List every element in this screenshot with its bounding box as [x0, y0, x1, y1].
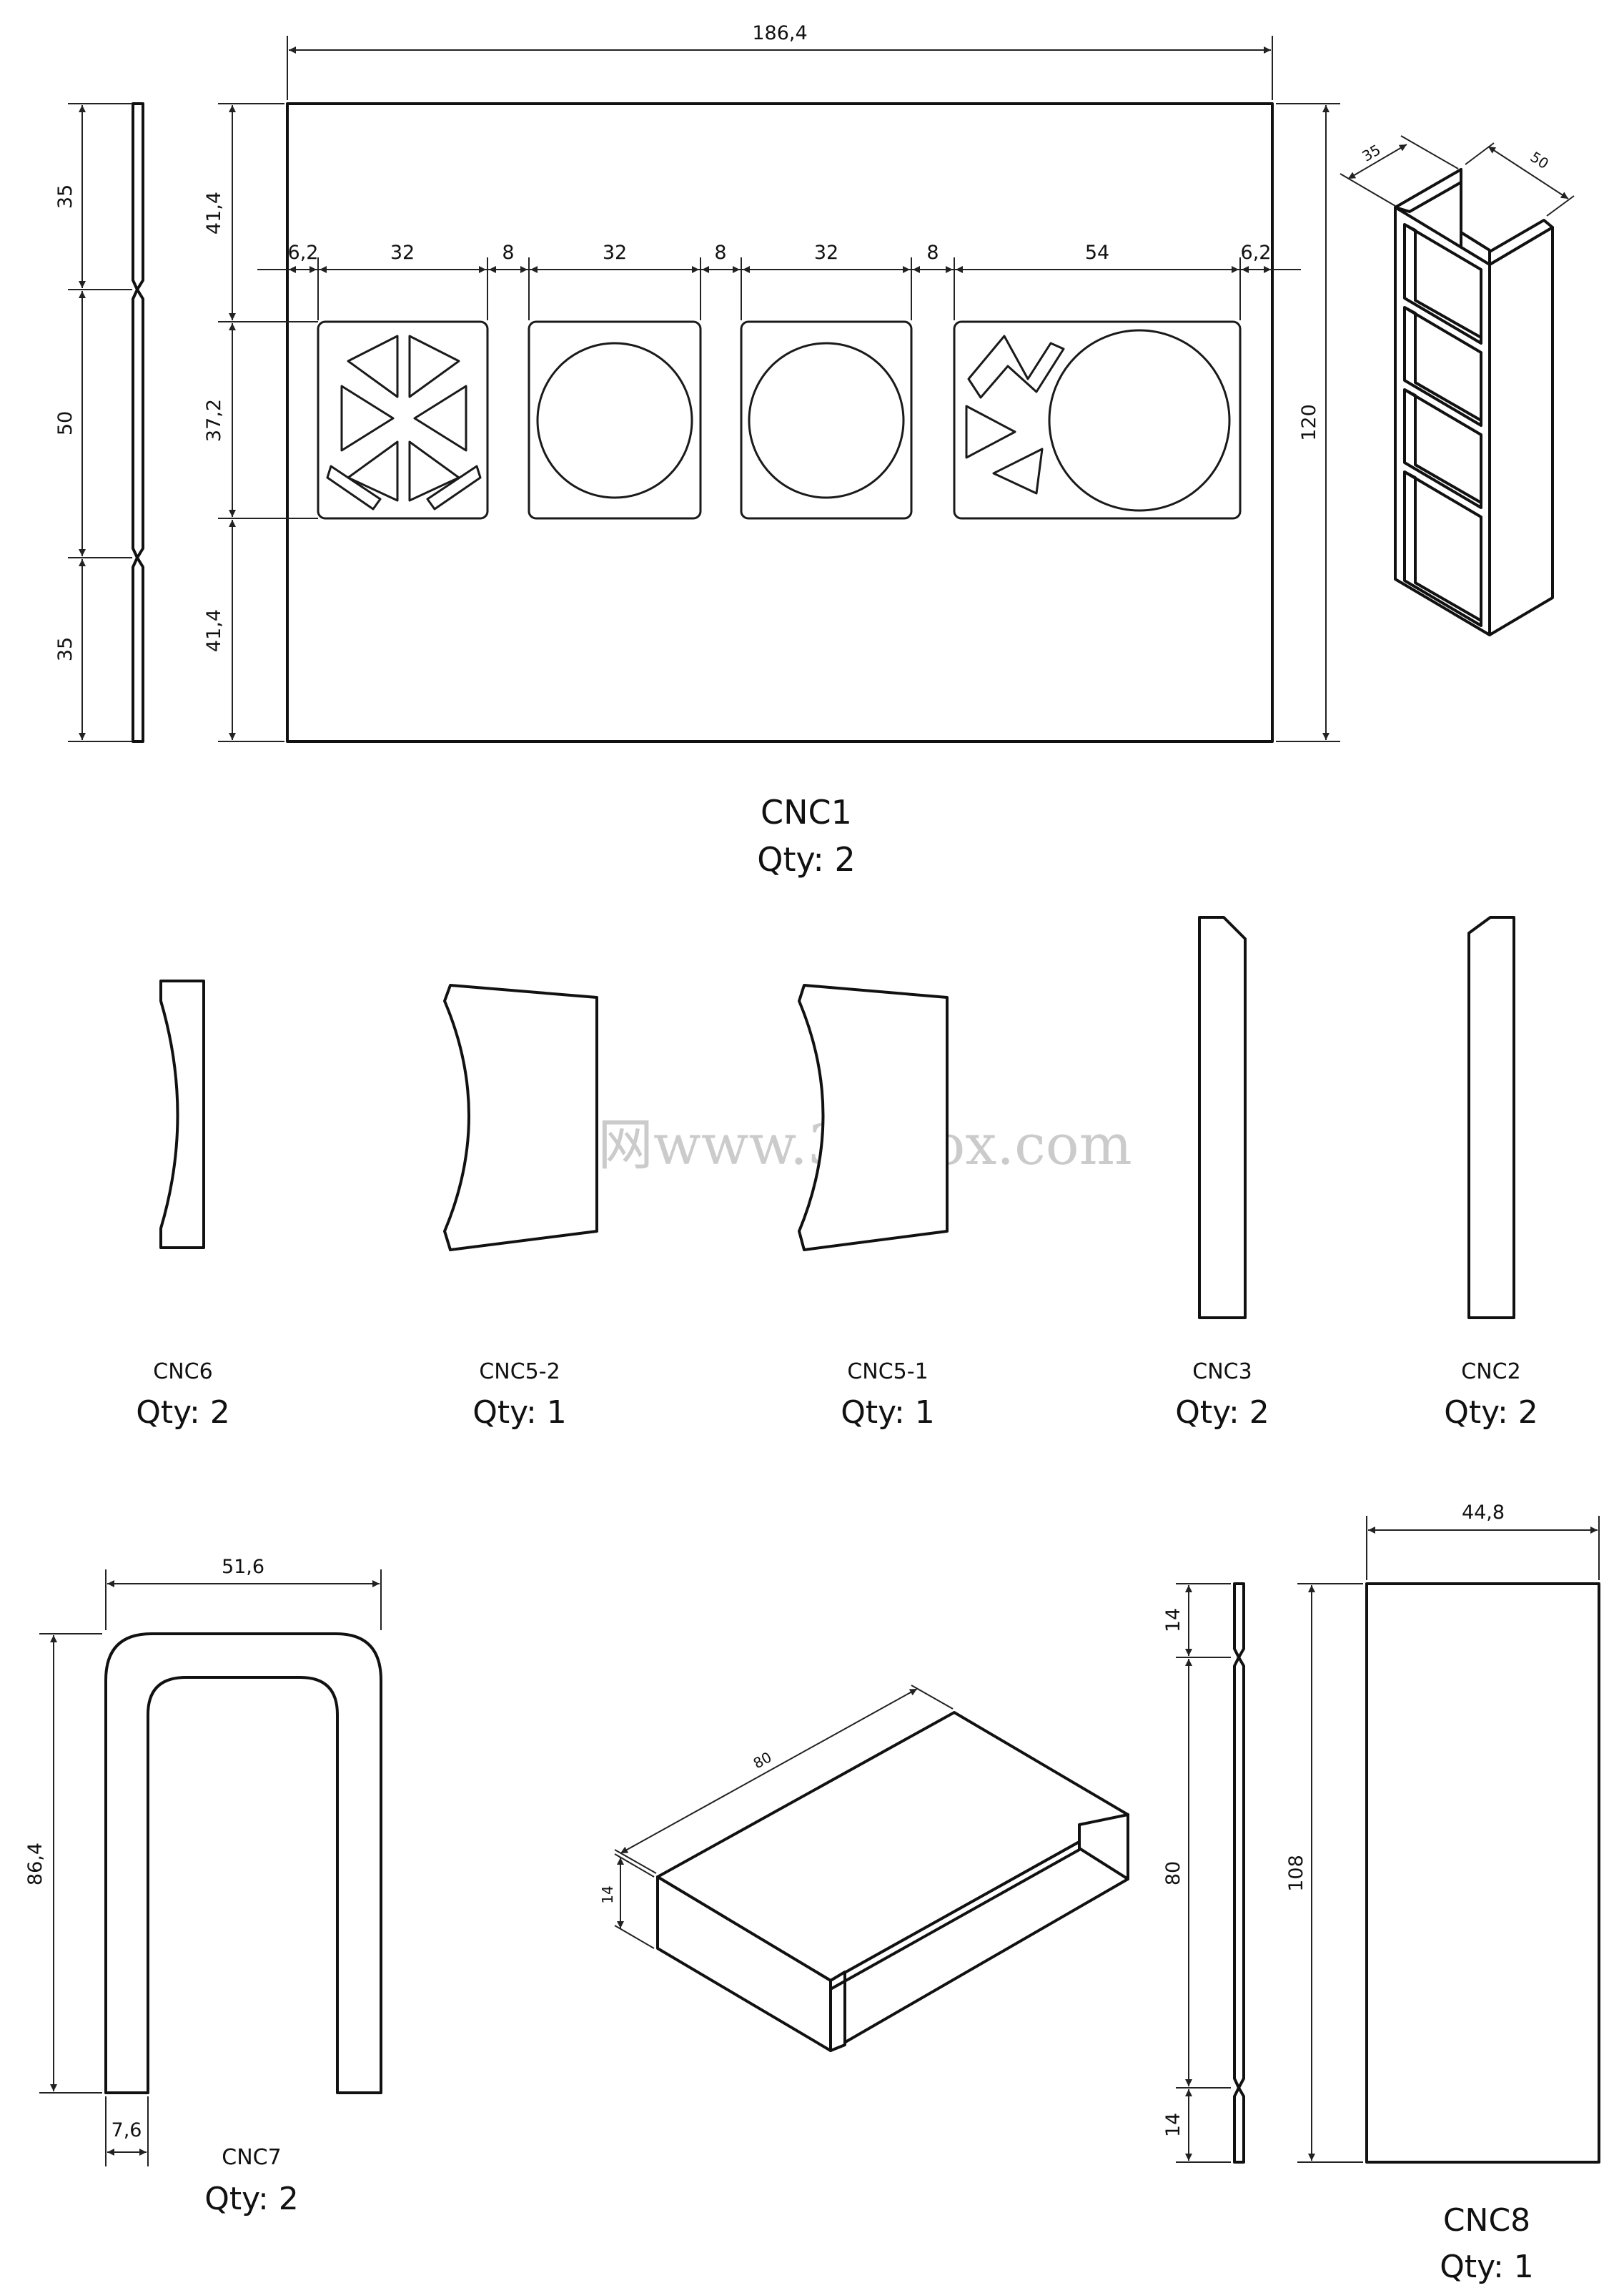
- cnc3-qty: Qty: 2: [1175, 1394, 1269, 1431]
- cnc6-qty: Qty: 2: [136, 1394, 230, 1431]
- dim-side-mid: 50: [54, 411, 76, 435]
- dim-panel-mid: 37,2: [203, 399, 225, 442]
- dim-side-bot: 35: [54, 637, 76, 661]
- cnc1-panel-outline: [286, 102, 1274, 743]
- cnc1-drawing: 35 50 35 186,4 120 41,4 37,2 41,4: [54, 22, 1340, 879]
- dim-cnc7-height: 86,4: [24, 1843, 46, 1885]
- dim-slot-2: 32: [603, 242, 627, 264]
- cnc5-2-qty: Qty: 1: [472, 1394, 567, 1431]
- cnc6-label: CNC6: [153, 1359, 212, 1384]
- cnc8-label: CNC8: [1443, 2202, 1530, 2239]
- cnc5-2-label: CNC5-2: [479, 1359, 560, 1384]
- cnc2-drawing: CNC2 Qty: 2: [1444, 916, 1538, 1431]
- hex-triangles-cutout: [326, 335, 482, 511]
- side-dimension-lines: [68, 103, 132, 742]
- cnc7-drawing: 51,6 86,4 7,6 CNC7 Qty: 2: [24, 1556, 382, 2217]
- dim-cnc8-width: 44,8: [1462, 1501, 1505, 1524]
- cnc5-1-qty: Qty: 1: [841, 1394, 935, 1431]
- dim-gap-1: 8: [502, 242, 514, 264]
- cnc5-1-drawing: CNC5-1 Qty: 1: [798, 984, 949, 1431]
- cnc2-label: CNC2: [1461, 1359, 1520, 1384]
- cnc3-label: CNC3: [1192, 1359, 1252, 1384]
- cnc1-qty: Qty: 2: [757, 840, 856, 879]
- dim-cnc8-bot: 14: [1162, 2113, 1184, 2137]
- dim-gap-3: 8: [926, 242, 939, 264]
- cnc8-side-dimension-lines: [1176, 1583, 1231, 2163]
- play-triangles-icon: [965, 405, 1044, 495]
- lightning-bolt-icon: [967, 335, 1065, 399]
- dim-line-iso2-length: [620, 1688, 918, 1854]
- cnc1-side-profile: [132, 102, 144, 743]
- cnc1-label: CNC1: [761, 793, 852, 832]
- dim-iso2-length: 80: [751, 1748, 775, 1772]
- dim-side-top: 35: [54, 184, 76, 209]
- dim-iso-depth: 35: [1359, 141, 1383, 165]
- dim-cnc8-top: 14: [1162, 1608, 1184, 1632]
- dim-panel-bot: 41,4: [203, 609, 225, 652]
- cnc6-drawing: CNC6 Qty: 2: [136, 980, 230, 1431]
- cutout-2-circle: [536, 342, 693, 499]
- cnc5-2-drawing: CNC5-2 Qty: 1: [443, 984, 598, 1431]
- cutout-3-frame: [740, 320, 913, 520]
- cnc3-drawing: CNC3 Qty: 2: [1175, 916, 1269, 1431]
- cutout-4-circle: [1048, 329, 1231, 512]
- dim-cnc8-height: 108: [1285, 1855, 1307, 1892]
- dim-cnc7-thickness: 7,6: [112, 2119, 142, 2141]
- dim-panel-top: 41,4: [203, 192, 225, 235]
- cnc8-qty: Qty: 1: [1440, 2249, 1534, 2285]
- cnc8-drawing: 14 80 14 44,8 108 CNC8 Qty: 1: [1162, 1501, 1600, 2285]
- iso-frame-windows: [1403, 223, 1482, 627]
- dim-gap-2: 8: [714, 242, 726, 264]
- dim-overall-height: 120: [1298, 404, 1320, 441]
- cnc-frame-iso-view: 35 50: [1340, 135, 1575, 636]
- cutout-4-frame: [953, 320, 1242, 520]
- cnc8-tray-iso-view: 80 14: [599, 1685, 1129, 2052]
- dim-margin-right: 6,2: [1241, 242, 1272, 264]
- cnc8-panel-outline: [1365, 1582, 1600, 2164]
- dim-iso-width: 50: [1528, 148, 1552, 172]
- cutout-3-circle: [748, 342, 905, 499]
- cnc7-qty: Qty: 2: [204, 2181, 299, 2217]
- cutout-1-frame: [317, 320, 489, 520]
- cnc7-label: CNC7: [222, 2145, 281, 2170]
- chain-dimension-extensions: [317, 257, 1241, 320]
- dim-margin-left: 6,2: [288, 242, 319, 264]
- cnc8-side-profile: [1233, 1582, 1245, 2164]
- cnc2-qty: Qty: 2: [1444, 1394, 1538, 1431]
- cutout-2-frame: [528, 320, 702, 520]
- dim-overall-width: 186,4: [752, 22, 807, 44]
- cnc5-1-label: CNC5-1: [847, 1359, 928, 1384]
- dim-slot-1: 32: [390, 242, 415, 264]
- dim-slot-3: 32: [814, 242, 838, 264]
- dim-cnc7-width: 51,6: [222, 1556, 264, 1578]
- dim-iso2-height: 14: [599, 1885, 616, 1903]
- dim-slot-4: 54: [1085, 242, 1109, 264]
- dim-cnc8-mid: 80: [1162, 1861, 1184, 1885]
